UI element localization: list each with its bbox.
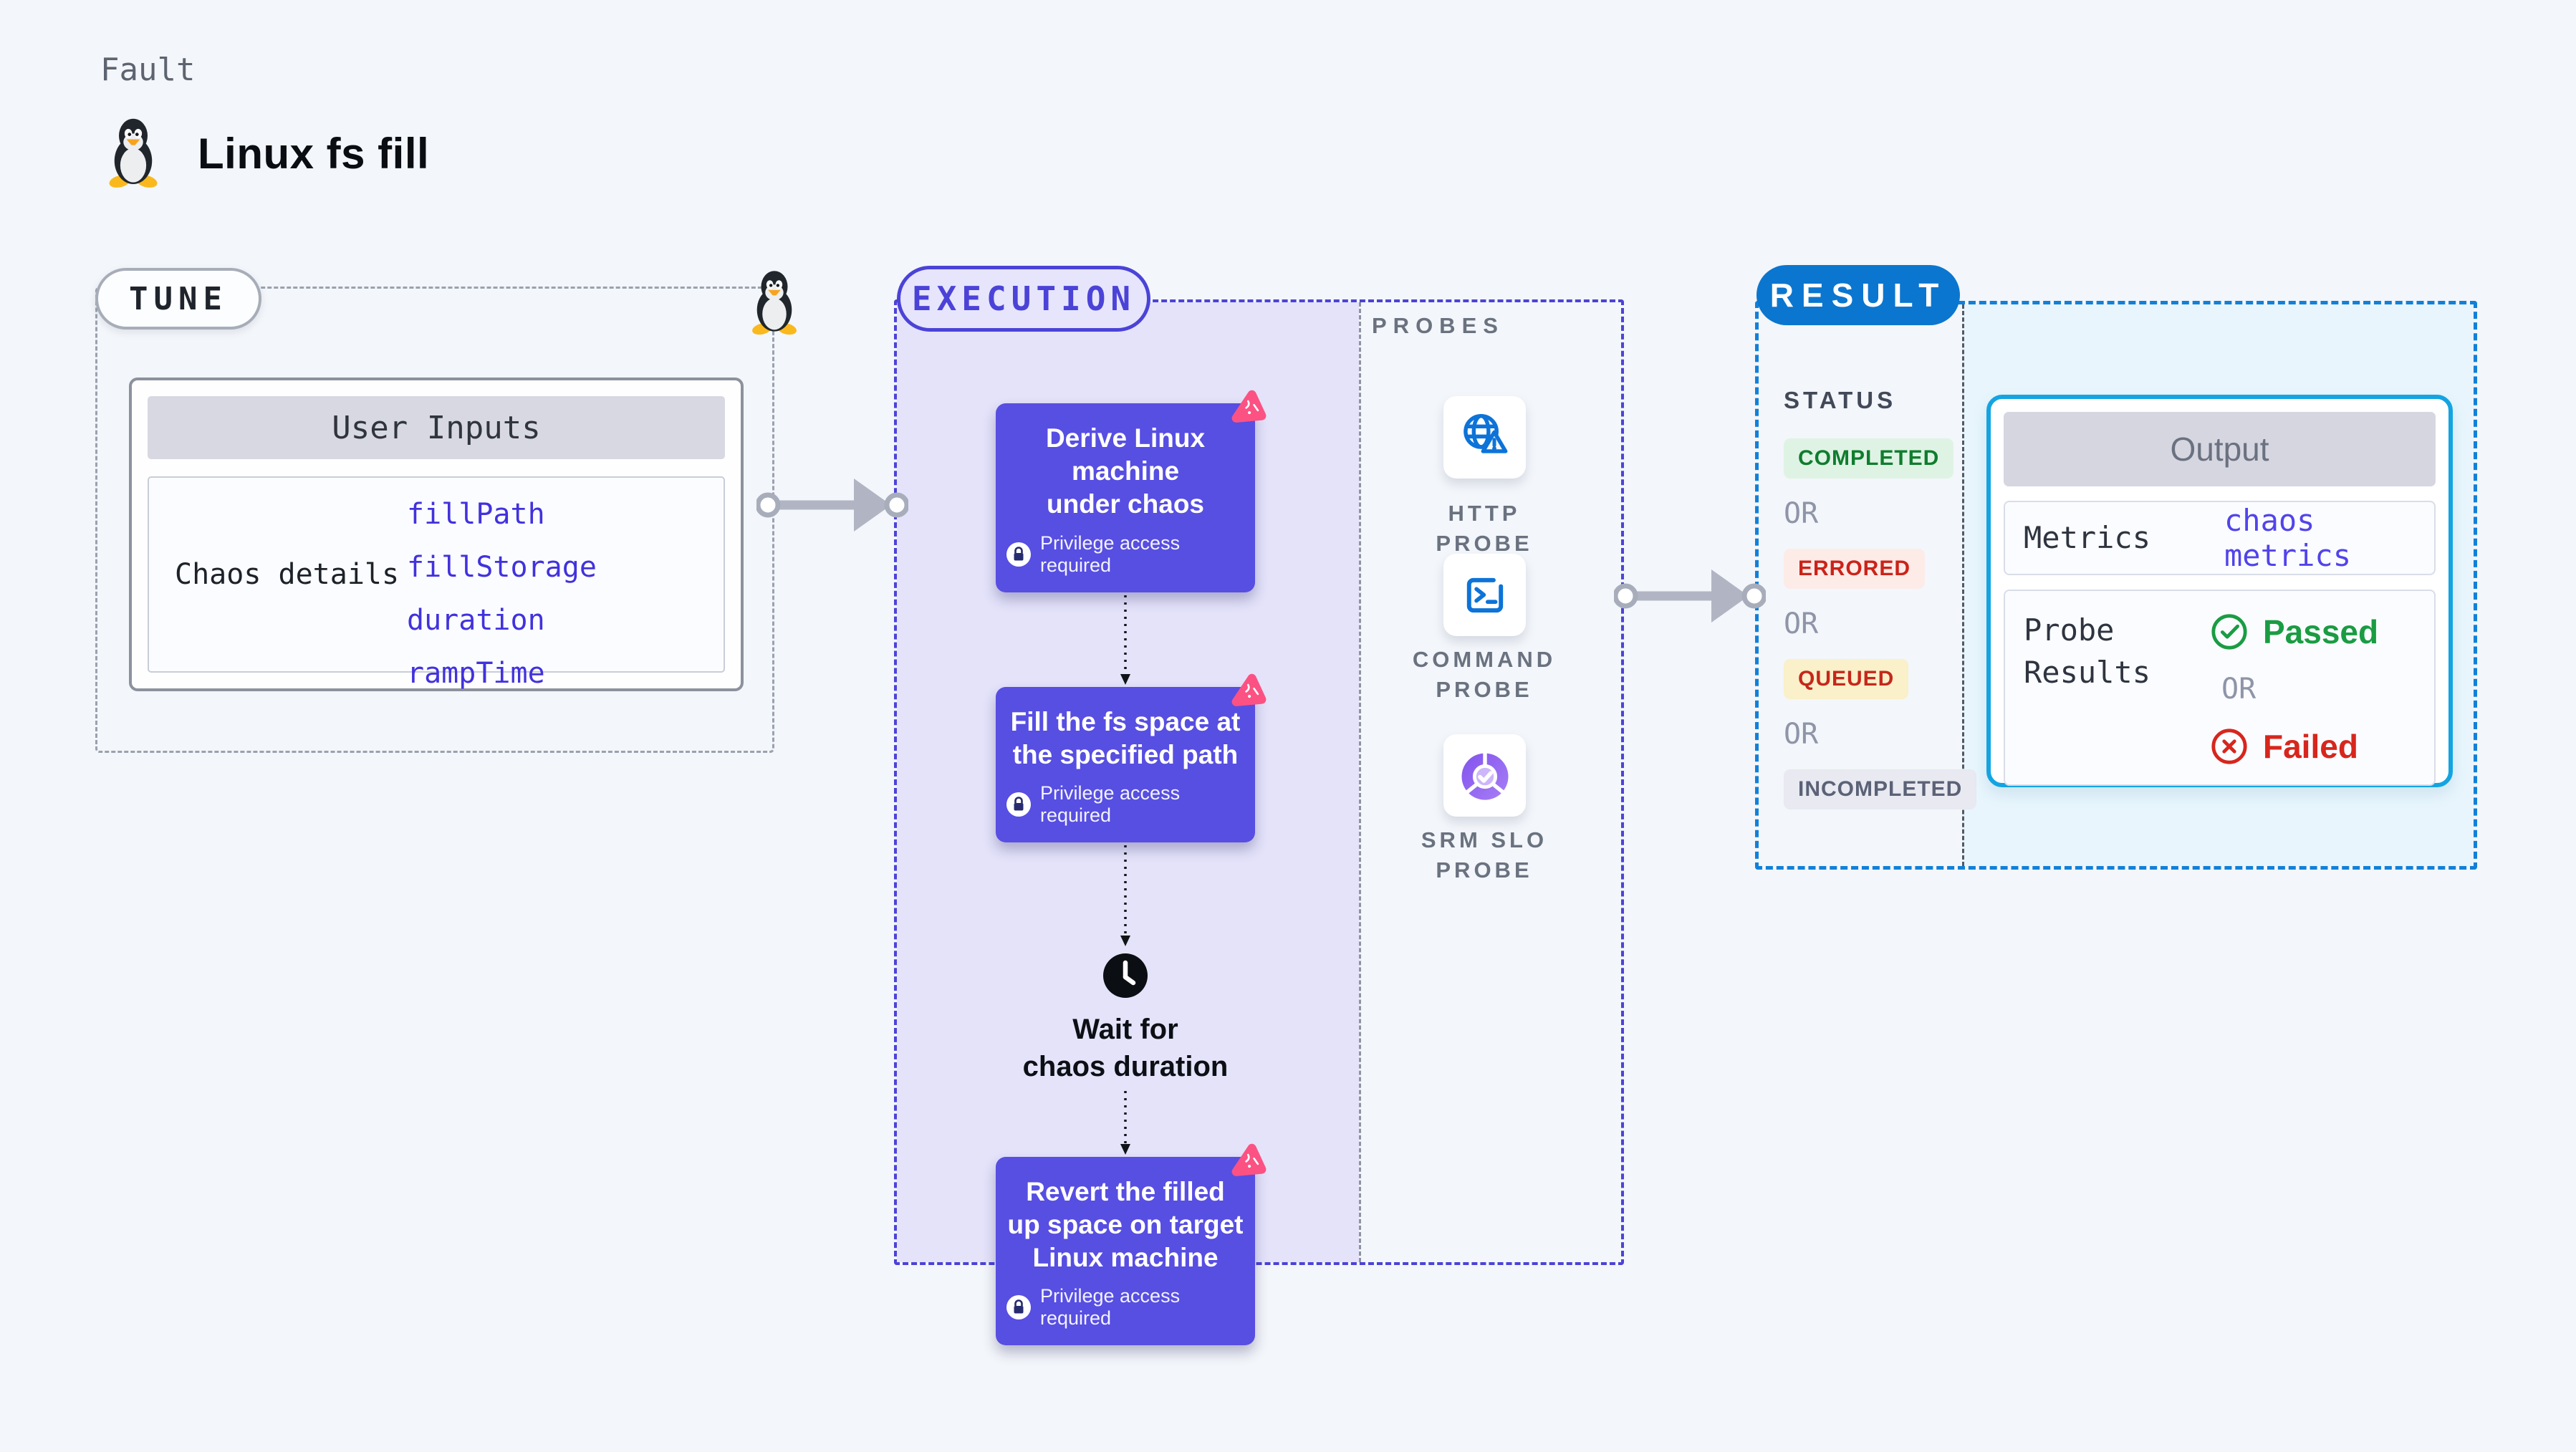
execution-pill: EXECUTION: [897, 266, 1150, 332]
lock-icon: [1006, 542, 1032, 567]
probes-heading: PROBES: [1372, 313, 1504, 338]
user-inputs-card: User Inputs Chaos details fillPath fillS…: [129, 378, 744, 691]
step-title: Derive Linux machine under chaos: [1045, 423, 1206, 519]
step-title: Fill the fs space at the specified path: [1010, 706, 1241, 769]
output-card: Output Metrics chaos metrics Probe Resul…: [1986, 395, 2453, 787]
fault-eyebrow: Fault: [100, 52, 196, 88]
or-separator: OR: [2221, 673, 2257, 706]
wait-step-label: Wait for chaos duration: [1022, 1014, 1229, 1082]
chaos-icon: [1227, 669, 1272, 713]
privilege-note: Privilege access required: [1006, 782, 1245, 827]
status-badge-completed: COMPLETED: [1784, 438, 1954, 479]
execution-flow: Derive Linux machine under chaos Privile…: [996, 403, 1255, 1346]
output-header: Output: [2004, 412, 2436, 486]
metrics-value: chaos metrics: [2224, 503, 2352, 573]
probe-results-values: Passed OR Failed: [2210, 612, 2378, 766]
chaos-details-label: Chaos details: [175, 558, 400, 591]
status-column: STATUS COMPLETED OR ERRORED OR QUEUED OR…: [1784, 387, 1977, 809]
or-separator: OR: [1784, 607, 1819, 640]
probes-divider: [1359, 302, 1361, 1262]
input-fillstorage: fillStorage: [407, 551, 597, 584]
probe-result-passed: Passed: [2210, 612, 2378, 651]
step-derive-machine: Derive Linux machine under chaos Privile…: [996, 403, 1255, 592]
globe-alert-icon: [1457, 410, 1513, 466]
lock-icon: [1006, 1294, 1032, 1320]
metrics-row: Metrics chaos metrics: [2004, 501, 2436, 575]
chaos-icon: [1227, 385, 1272, 430]
srm-slo-probe-card: [1443, 734, 1526, 817]
check-circle-icon: [2210, 612, 2249, 651]
or-separator: OR: [1784, 718, 1819, 751]
command-probe-label: COMMAND PROBE: [1412, 647, 1557, 702]
tune-pill: TUNE: [95, 268, 261, 330]
chaos-icon: [1227, 1139, 1272, 1183]
terminal-icon: [1457, 567, 1513, 623]
probe-results-label: Probe Results: [2024, 612, 2151, 690]
status-badge-queued: QUEUED: [1784, 659, 1909, 699]
or-separator: OR: [1784, 497, 1819, 530]
tune-section-box: [95, 287, 774, 753]
result-pill: RESULT: [1756, 265, 1960, 325]
probe-result-failed: Failed: [2210, 727, 2378, 766]
status-heading: STATUS: [1784, 387, 1897, 413]
user-inputs-header: User Inputs: [148, 396, 725, 459]
step-fill-fs-space: Fill the fs space at the specified path …: [996, 687, 1255, 843]
probe-results-row: Probe Results Passed OR Failed: [2004, 590, 2436, 786]
privilege-note: Privilege access required: [1006, 1285, 1245, 1330]
chaos-details-values: fillPath fillStorage duration rampTime: [407, 498, 597, 690]
tune-to-execution-arrow: [756, 468, 908, 542]
slo-donut-icon: [1457, 748, 1513, 804]
status-badge-errored: ERRORED: [1784, 549, 1926, 589]
status-badge-incompleted: INCOMPLETED: [1784, 769, 1977, 809]
flow-arrow-down-icon: [1120, 595, 1130, 685]
command-probe-card: [1443, 554, 1526, 636]
metrics-label: Metrics: [2024, 519, 2151, 555]
srm-slo-probe-label: SRM SLO PROBE: [1421, 827, 1548, 883]
flow-arrow-down-icon: [1120, 845, 1130, 947]
input-ramptime: rampTime: [407, 657, 545, 690]
page-title: Linux fs fill: [198, 130, 430, 178]
lock-icon: [1006, 792, 1032, 817]
input-fillpath: fillPath: [407, 498, 545, 531]
x-circle-icon: [2210, 727, 2249, 766]
flow-arrow-down-icon: [1120, 1090, 1130, 1155]
execution-to-result-arrow: [1614, 559, 1766, 633]
linux-penguin-icon: [105, 116, 162, 188]
linux-penguin-icon: [748, 268, 801, 335]
step-revert-space: Revert the filled up space on target Lin…: [996, 1157, 1255, 1346]
input-duration: duration: [407, 604, 545, 637]
http-probe-card: [1443, 396, 1526, 479]
result-divider: [1962, 304, 1964, 866]
user-inputs-body: Chaos details fillPath fillStorage durat…: [148, 476, 725, 690]
wait-clock-icon: [1101, 951, 1150, 1000]
step-title: Revert the filled up space on target Lin…: [1007, 1176, 1244, 1272]
http-probe-label: HTTP PROBE: [1436, 501, 1533, 556]
privilege-note: Privilege access required: [1006, 532, 1245, 577]
